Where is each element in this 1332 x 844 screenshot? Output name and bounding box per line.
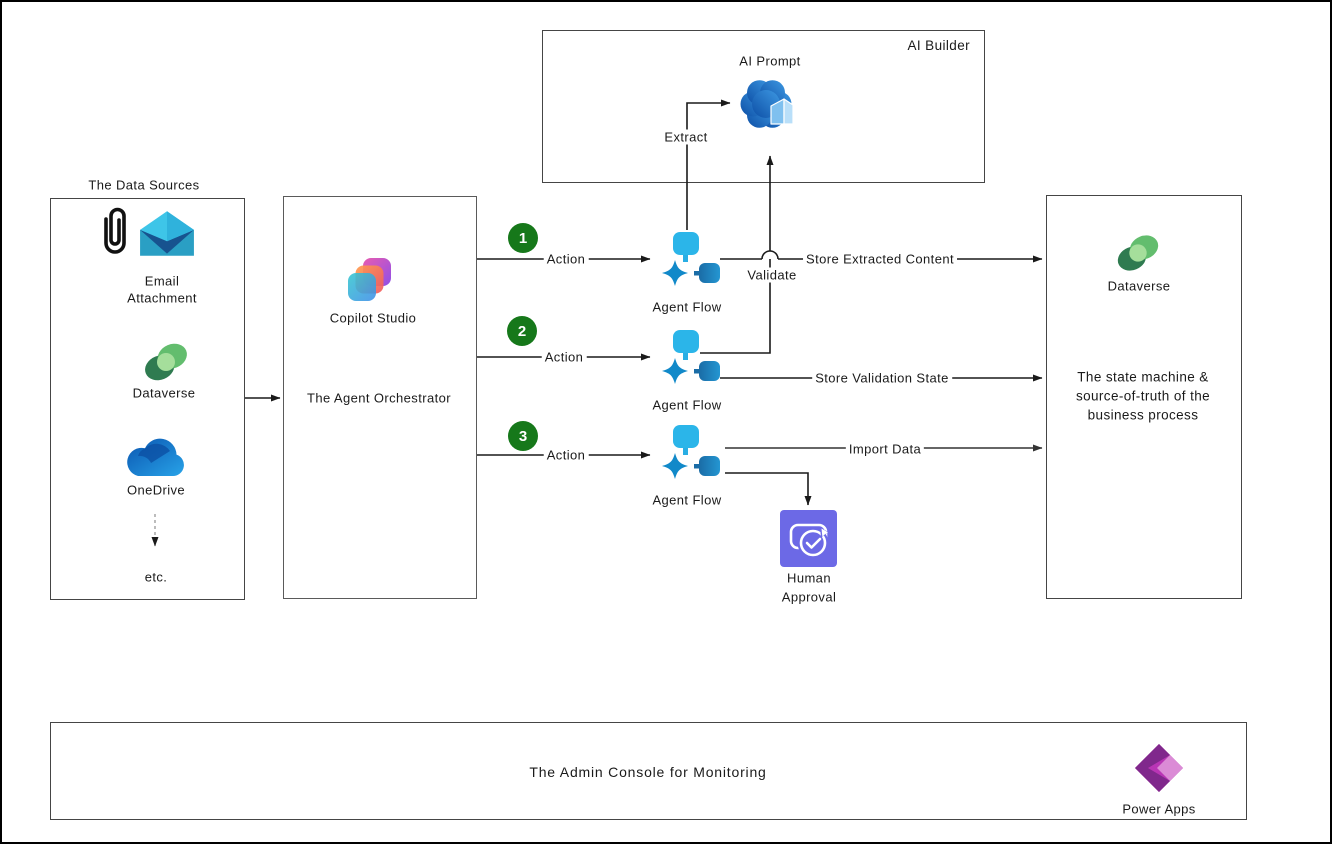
validate-label: Validate [744, 267, 800, 283]
power-apps-label: Power Apps [1122, 801, 1196, 817]
onedrive-label: OneDrive [126, 482, 186, 498]
import-data-label: Import Data [845, 441, 925, 457]
agent-flow-label-2: Agent Flow [652, 397, 722, 413]
connector-human-approval [725, 472, 812, 506]
ai-builder-box: AI Builder [542, 30, 985, 183]
step-number-3: 3 [518, 427, 528, 445]
copilot-studio-icon [348, 258, 391, 301]
paperclip-icon [104, 207, 126, 254]
agent-flow-icon-3 [662, 425, 720, 479]
email-label-line1: Email [144, 273, 180, 289]
agent-flow-icon-1 [662, 232, 720, 286]
agent-orchestrator-label: The Agent Orchestrator [307, 390, 451, 406]
etc-label: etc. [144, 569, 168, 585]
dataverse-desc-line1: The state machine & [1077, 369, 1209, 385]
ai-prompt-label: AI Prompt [739, 53, 801, 69]
connector-extract [686, 99, 731, 230]
dataverse-desc-line2: source-of-truth of the [1075, 388, 1211, 404]
agent-flow-label-3: Agent Flow [652, 492, 722, 508]
copilot-studio-label: Copilot Studio [329, 310, 417, 326]
dataverse-desc-line3: business process [1087, 407, 1199, 423]
dataverse-icon [145, 343, 187, 381]
extract-label: Extract [661, 129, 711, 145]
action-label-3: Action [543, 447, 589, 463]
step-badge-2: 2 [507, 316, 537, 346]
human-approval-label-line1: Human [787, 570, 831, 586]
ai-prompt-icon [740, 80, 794, 128]
onedrive-icon [127, 438, 184, 476]
copilot-studio-box [283, 196, 477, 599]
step-badge-3: 3 [508, 421, 538, 451]
dataverse-store-label: Dataverse [1107, 278, 1171, 294]
email-envelope-icon [140, 211, 194, 256]
action-label-1: Action [543, 251, 589, 267]
admin-console-label: The Admin Console for Monitoring [529, 764, 767, 780]
admin-console-box [50, 722, 1247, 820]
approvals-icon [789, 523, 829, 559]
action-label-2: Action [541, 349, 587, 365]
ai-builder-box-label: AI Builder [907, 38, 970, 53]
power-apps-icon [1135, 744, 1183, 792]
connector-validate [700, 155, 774, 354]
agent-flow-icon-2 [662, 330, 720, 384]
data-sources-title: The Data Sources [88, 177, 200, 193]
human-approval-label-line2: Approval [781, 589, 837, 605]
agent-flow-label-1: Agent Flow [652, 299, 722, 315]
step-number-1: 1 [518, 229, 528, 247]
connector-hop [761, 250, 779, 260]
email-label-line2: Attachment [127, 290, 197, 306]
step-badge-1: 1 [508, 223, 538, 253]
dataverse-store-icon [1117, 235, 1159, 271]
step-number-2: 2 [517, 322, 527, 340]
store-validation-label: Store Validation State [812, 370, 952, 386]
dataverse-source-label: Dataverse [132, 385, 196, 401]
data-sources-box [50, 198, 245, 600]
human-approval-tile [780, 510, 837, 567]
store-extracted-label: Store Extracted Content [803, 251, 957, 267]
dataverse-box [1046, 195, 1242, 599]
